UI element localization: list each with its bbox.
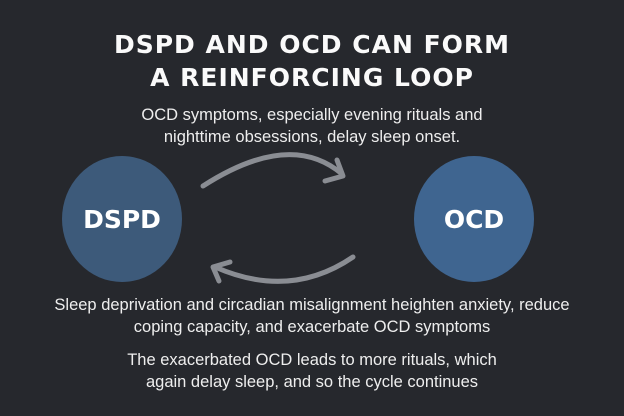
top-caption-line-2: nighttime obsessions, delay sleep onset. (163, 128, 461, 146)
arrow-left-icon (210, 254, 356, 284)
bottom-caption: Sleep deprivation and circadian misalign… (0, 294, 624, 338)
title-line-2: A REINFORCING LOOP (150, 63, 474, 92)
top-caption: OCD symptoms, especially evening rituals… (0, 104, 624, 148)
ocd-node: OCD (414, 156, 534, 282)
top-caption-line-1: OCD symptoms, especially evening rituals… (141, 106, 483, 124)
footer-caption: The exacerbated OCD leads to more ritual… (0, 349, 624, 393)
arrow-right-icon (200, 152, 346, 189)
footer-caption-line-2: again delay sleep, and so the cycle cont… (145, 373, 479, 391)
dspd-label: DSPD (83, 204, 161, 234)
title-line-1: DSPD AND OCD CAN FORM (113, 30, 511, 59)
dspd-node: DSPD (62, 156, 182, 282)
bottom-caption-line-1: Sleep deprivation and circadian misalign… (54, 296, 570, 314)
ocd-label: OCD (443, 204, 505, 234)
page-title: DSPD AND OCD CAN FORM A REINFORCING LOOP (0, 28, 624, 94)
footer-caption-line-1: The exacerbated OCD leads to more ritual… (127, 351, 497, 369)
bottom-caption-line-2: coping capacity, and exacerbate OCD symp… (133, 318, 491, 336)
